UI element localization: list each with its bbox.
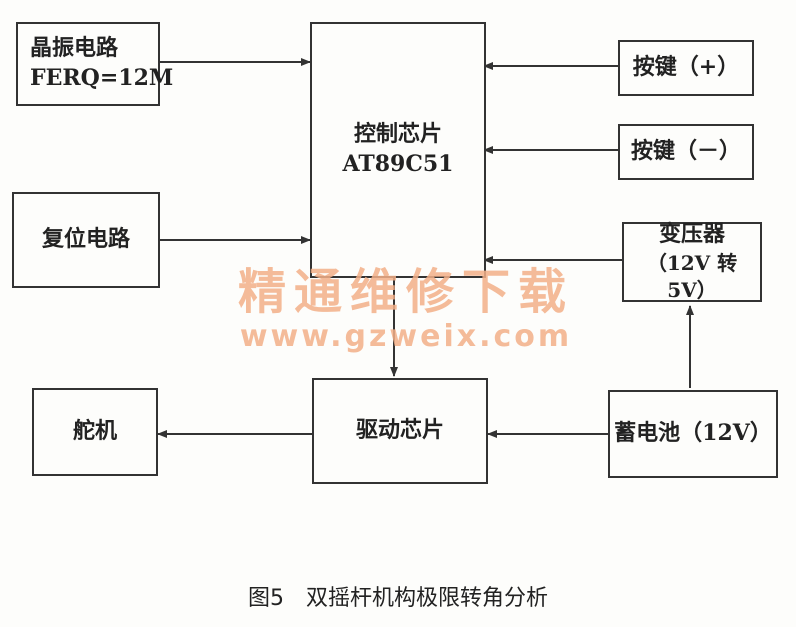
watermark: 精通维修下载 www.gzweix.com bbox=[216, 266, 596, 354]
servo-label: 舵机 bbox=[72, 418, 117, 445]
watermark-text: 精通维修下载 bbox=[237, 264, 574, 320]
driver-chip-label: 驱动芯片 bbox=[355, 417, 444, 444]
driver-chip-box: 驱动芯片 bbox=[312, 378, 488, 484]
transformer-spec: （12V 转 5V） bbox=[646, 250, 738, 302]
oscillator-frequency: FERQ=12M bbox=[30, 65, 174, 91]
watermark-url: www.gzweix.com bbox=[239, 318, 573, 354]
controller-chip-model: AT89C51 bbox=[342, 150, 454, 177]
oscillator-circuit-box: 晶振电路 FERQ=12M bbox=[16, 22, 173, 106]
controller-chip-box: 控制芯片 AT89C51 bbox=[310, 22, 486, 278]
battery-box: 蓄电池（12V） bbox=[608, 390, 778, 478]
battery-label: 蓄电池（12V） bbox=[614, 420, 772, 447]
servo-box: 舵机 bbox=[32, 388, 158, 476]
transformer-box: 变压器 （12V 转 5V） bbox=[622, 221, 762, 302]
key-plus-box: 按键（+） bbox=[618, 40, 754, 96]
reset-circuit-label: 复位电路 bbox=[41, 226, 130, 253]
oscillator-circuit-label: 晶振电路 bbox=[30, 35, 119, 62]
figure-caption: 图5 双摇杆机构极限转角分析 bbox=[248, 586, 548, 611]
reset-circuit-box: 复位电路 bbox=[12, 192, 160, 288]
key-minus-label: 按键（－） bbox=[630, 138, 741, 165]
transformer-label: 变压器 bbox=[658, 221, 725, 248]
key-plus-label: 按键（+） bbox=[632, 54, 740, 81]
controller-chip-label: 控制芯片 bbox=[353, 121, 442, 147]
key-minus-box: 按键（－） bbox=[618, 124, 754, 180]
